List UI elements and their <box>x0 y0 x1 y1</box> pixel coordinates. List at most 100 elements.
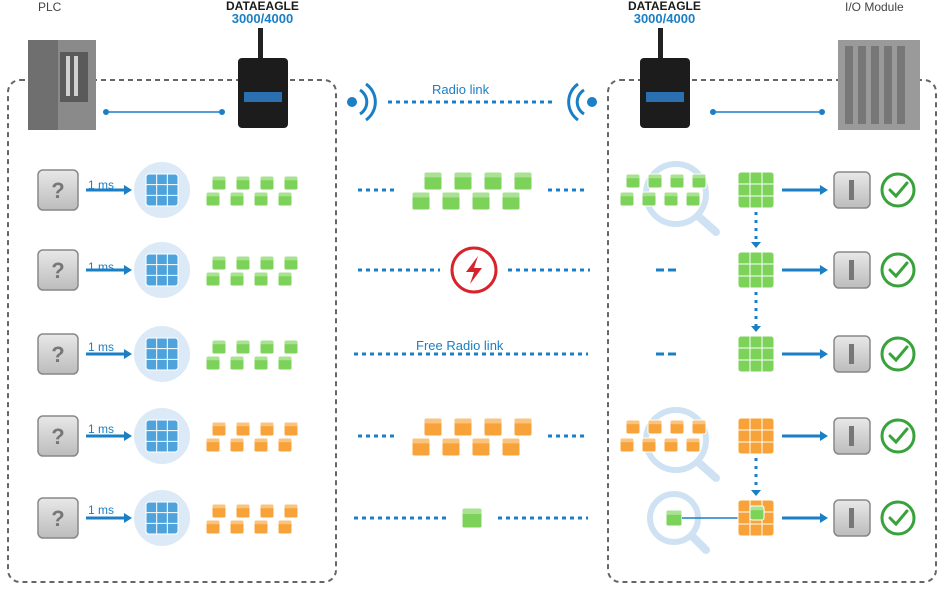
svg-text:?: ? <box>51 258 64 283</box>
radio-wave-left-icon <box>347 82 377 122</box>
receiver-side <box>656 335 916 373</box>
device-right-title: DATAEAGLE <box>628 0 701 13</box>
packet-cube <box>235 339 251 355</box>
packet-cube <box>665 509 683 527</box>
radio-link-label: Radio link <box>432 82 490 97</box>
aggregated-cube-icon <box>737 335 775 373</box>
packet-cube <box>253 519 269 535</box>
packet-cube <box>423 171 443 191</box>
row-1: ? <box>37 161 916 248</box>
interval-arrow <box>86 431 132 441</box>
question-cube-icon: ? <box>37 169 79 211</box>
row-5: ? <box>37 490 916 554</box>
output-cube-icon <box>833 251 871 289</box>
packet-cluster-left <box>205 175 299 207</box>
device-left-header: DATAEAGLE 3000/4000 <box>226 0 299 25</box>
radio-wave-right-icon <box>567 82 597 122</box>
interval-label-row3: 1 ms <box>88 340 115 354</box>
packet-cube <box>501 191 521 211</box>
packet-cube <box>235 421 251 437</box>
output-arrow <box>782 431 828 441</box>
packet-cube <box>283 503 299 519</box>
radio-segment <box>358 417 588 457</box>
packet-cube <box>259 421 275 437</box>
packet-cube <box>471 437 491 457</box>
dataeagle-right-icon <box>640 28 690 128</box>
radio-segment <box>358 246 590 294</box>
svg-text:?: ? <box>51 342 64 367</box>
packet-cube <box>211 175 227 191</box>
packet-cube <box>229 355 245 371</box>
right-frame <box>607 79 937 583</box>
output-cube-icon <box>833 335 871 373</box>
packet-cube <box>641 191 657 207</box>
packet-cube <box>501 437 521 457</box>
packet-cluster-left <box>205 339 299 371</box>
packet-cube <box>283 255 299 271</box>
data-source-cube-icon <box>134 242 190 298</box>
output-arrow <box>782 185 828 195</box>
packet-cube <box>253 191 269 207</box>
packet-cube <box>205 355 221 371</box>
checkmark-icon <box>880 418 916 454</box>
packet-cube <box>411 437 431 457</box>
question-cube-icon: ? <box>37 497 79 539</box>
packet-cube <box>211 503 227 519</box>
packet-cube <box>641 437 657 453</box>
packet-cube <box>471 191 491 211</box>
packet-cube <box>277 437 293 453</box>
packet-cube <box>253 437 269 453</box>
packet-cube <box>685 437 701 453</box>
output-arrow <box>782 349 828 359</box>
packet-cube <box>229 437 245 453</box>
interval-arrow <box>86 349 132 359</box>
aggregated-cube-icon <box>737 171 775 209</box>
packet-cube <box>277 519 293 535</box>
output-cube-icon <box>833 499 871 537</box>
checkmark-icon <box>880 252 916 288</box>
question-cube-icon: ? <box>37 333 79 375</box>
interval-label-row4: 1 ms <box>88 422 115 436</box>
lightning-icon <box>466 256 482 284</box>
checkmark-icon <box>880 172 916 208</box>
svg-text:?: ? <box>51 424 64 449</box>
packet-cube <box>483 171 503 191</box>
packet-cube <box>685 191 701 207</box>
receiver-side <box>619 161 916 248</box>
plc-device-icon <box>28 40 96 130</box>
io-module-device-icon <box>838 40 920 130</box>
output-arrow <box>782 513 828 523</box>
interval-arrow <box>86 265 132 275</box>
packet-cube <box>253 271 269 287</box>
rows-group: ????? <box>37 161 916 554</box>
row-3: ? <box>37 326 916 382</box>
packet-cube <box>619 191 635 207</box>
packet-cube <box>229 191 245 207</box>
aggregated-cube-icon <box>737 251 775 289</box>
output-cube-icon <box>833 417 871 455</box>
packet-cube <box>461 507 483 529</box>
packet-cube <box>411 191 431 211</box>
packet-cube <box>625 173 641 189</box>
data-source-cube-icon <box>134 490 190 546</box>
packet-cube <box>283 339 299 355</box>
packet-cube <box>663 437 679 453</box>
radio-segment <box>354 507 588 529</box>
packet-cube <box>277 191 293 207</box>
packet-cube <box>205 437 221 453</box>
packet-cube <box>647 173 663 189</box>
data-source-cube-icon <box>134 408 190 464</box>
packet-cube <box>235 175 251 191</box>
packet-cube <box>483 417 503 437</box>
packet-cube <box>259 255 275 271</box>
left-frame <box>7 79 337 583</box>
aggregated-cube-icon <box>737 417 775 455</box>
packet-cube <box>253 355 269 371</box>
packet-cube <box>277 355 293 371</box>
checkmark-icon <box>880 500 916 536</box>
packet-cube <box>259 503 275 519</box>
free-radio-link-label: Free Radio link <box>416 338 504 353</box>
data-source-cube-icon <box>134 326 190 382</box>
receiver-side <box>647 491 916 554</box>
